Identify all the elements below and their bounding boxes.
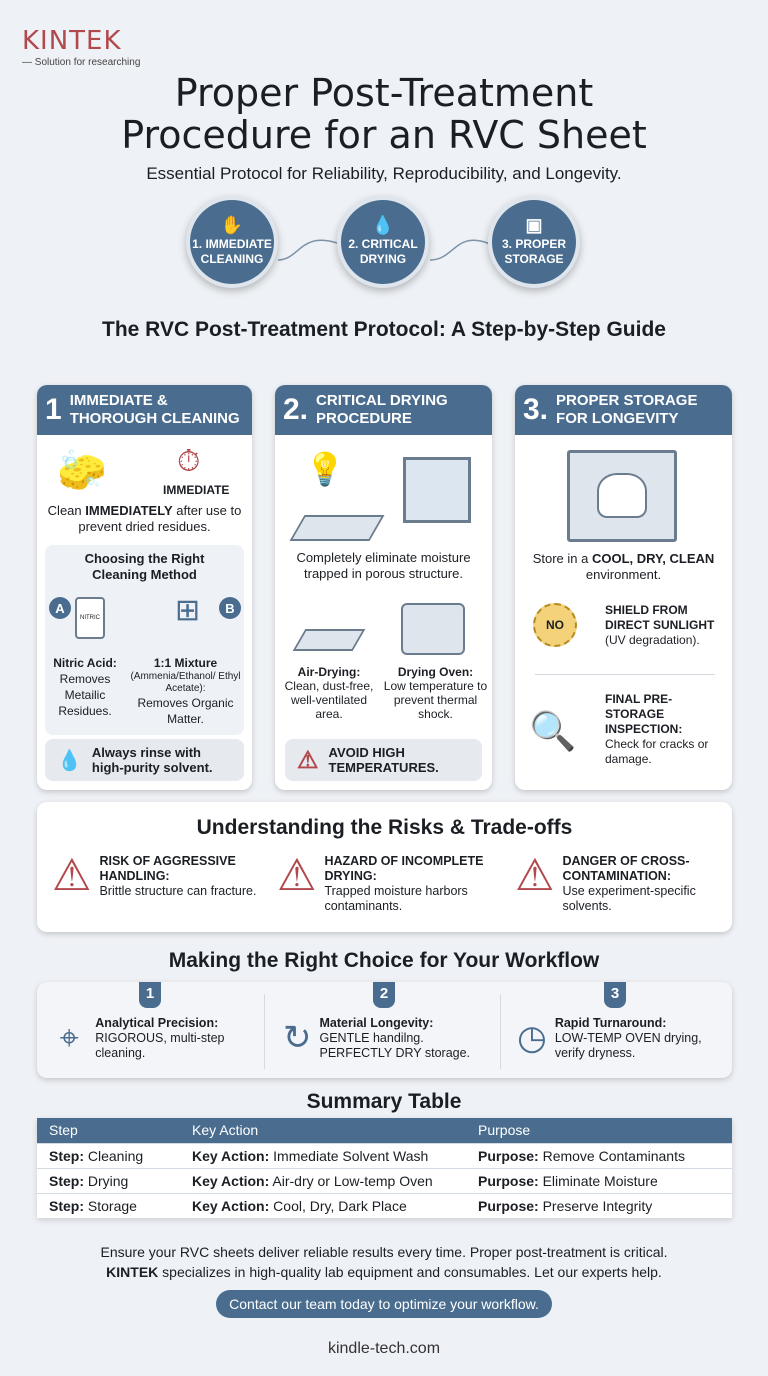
droplet-icon: 💧	[371, 214, 395, 235]
target-icon: ⌖	[59, 1019, 79, 1057]
column-header: Step	[37, 1118, 180, 1143]
card-title: CRITICAL DRYING	[316, 392, 448, 409]
lamp-icon: 💡	[305, 451, 345, 487]
option-b: 1:1 Mixture(Ammenia/Ethanol/ Ethyl Aceta…	[130, 656, 241, 726]
workflow-number: 3	[604, 982, 626, 1008]
card-number: 2.	[283, 393, 309, 426]
page-subtitle: Essential Protocol for Reliability, Repr…	[146, 164, 622, 183]
card-cleaning: 1 IMMEDIATE &THOROUGH CLEANING 🧽 ⏱ IMMEDI…	[37, 385, 252, 790]
no-sunlight-icon: NO	[533, 603, 577, 647]
website-link[interactable]: kindle-tech.com	[327, 1340, 441, 1357]
flask-warning-icon: ⚠	[515, 851, 555, 900]
overview-label: 2. CRITICAL	[348, 236, 418, 251]
temperature-warning: ⚠AVOID HIGH TEMPERATURES.	[285, 739, 482, 781]
connector-lines	[277, 239, 491, 261]
overview-label: 1. IMMEDIATE	[192, 236, 272, 251]
oven-icon	[401, 603, 465, 655]
summary-heading: Summary Table	[306, 1090, 462, 1113]
overview-label: 3. PROPER	[501, 236, 567, 251]
option-a-badge: A	[49, 597, 71, 619]
rinse-note: 💧Always rinse with high-purity solvent.	[45, 739, 244, 781]
storage-cabinet-icon	[567, 450, 677, 542]
air-drying: Air-Drying:Clean, dust-free, well-ventil…	[284, 665, 374, 721]
drying-description: Completely eliminate moisture trapped in…	[296, 550, 471, 581]
warning-icon: ⚠	[297, 746, 319, 774]
speed-gauge-icon: ◷	[517, 1019, 547, 1057]
hand-cleaning-icon: ✋	[220, 214, 244, 235]
contamination-warning-icon: ⚠	[277, 851, 317, 900]
card-title: PROPER STORAGE	[556, 392, 698, 409]
risk-item: ⚠DANGER OF CROSS-CONTAMINATION:Use exper…	[515, 851, 696, 914]
risks-panel: Understanding the Risks & Trade-offs ⚠RI…	[37, 802, 732, 932]
divider	[264, 994, 265, 1069]
inspection-step: FINAL PRE-STORAGE INSPECTION:Check for c…	[605, 692, 709, 766]
card-number: 1	[45, 393, 62, 426]
workflow-panel: 1 2 3 ⌖Analytical Precision:RIGOROUS, mu…	[37, 982, 732, 1078]
option-a: Nitric Acid:Removes Metailic Residues.	[53, 656, 117, 718]
workflow-item: ↻Material Longevity:GENTLE handilng. PER…	[283, 1016, 471, 1060]
cleaning-description: Clean IMMEDIATELY after use to prevent d…	[47, 503, 242, 534]
workflow-item: ⌖Analytical Precision:RIGOROUS, multi-st…	[51, 1016, 261, 1061]
method-heading: Choosing the Right Cleaning Method	[84, 551, 205, 582]
nitric-bottle-icon: NITRIC	[75, 597, 105, 639]
timer-label: IMMEDIATE	[163, 483, 230, 497]
workflow-heading: Making the Right Choice for Your Workflo…	[168, 949, 600, 972]
divider	[535, 674, 715, 675]
stopwatch-icon: ⏱	[177, 445, 201, 478]
divider	[500, 994, 501, 1069]
column-header: Key Action	[180, 1118, 466, 1143]
workflow-number: 2	[373, 982, 395, 1008]
hand-holding-sheet-icon: 🧽	[57, 449, 107, 493]
card-title: IMMEDIATE &	[69, 392, 168, 409]
logo-tagline: — Solution for researching	[22, 57, 141, 68]
droplet-cycle-icon: ↻	[283, 1019, 312, 1057]
storage-description: Store in a COOL, DRY, CLEAN environment.	[532, 551, 715, 582]
workflow-item: ◷Rapid Turnaround:LOW-TEMP OVEN drying, …	[517, 1016, 702, 1060]
card-number: 3.	[523, 393, 549, 426]
footer-line: KINTEK specializes in high-quality lab e…	[106, 1264, 662, 1280]
title-line-1: Proper Post-Treatment	[174, 71, 594, 115]
overview-label: STORAGE	[504, 251, 564, 266]
air-dry-sheet-icon	[292, 629, 366, 651]
sunlight-warning: SHIELD FROM DIRECT SUNLIGHT(UV degradati…	[605, 603, 715, 647]
risk-item: ⚠HAZARD OF INCOMPLETE DRYING:Trapped moi…	[277, 851, 484, 914]
risks-heading: Understanding the Risks & Trade-offs	[196, 816, 573, 839]
card-title: THOROUGH CLEANING	[69, 410, 240, 427]
cleaning-method-panel: Choosing the Right Cleaning Method A B N…	[45, 545, 244, 735]
rvc-sheet-icon	[289, 515, 385, 541]
risk-item: ⚠RISK OF AGGRESSIVE HANDLING:Brittle str…	[52, 851, 257, 900]
workflow-number: 1	[139, 982, 161, 1008]
mixture-bottles-icon: ⊞	[175, 594, 201, 627]
footer-text: Ensure your RVC sheets deliver reliable …	[0, 1242, 768, 1282]
overview-label: CLEANING	[200, 251, 264, 266]
open-window-icon	[403, 457, 471, 523]
desiccator-icon	[597, 473, 647, 518]
fracture-warning-icon: ⚠	[52, 851, 92, 900]
footer-line: Ensure your RVC sheets deliver reliable …	[100, 1244, 668, 1260]
option-b-badge: B	[219, 597, 241, 619]
protocol-heading: The RVC Post-Treatment Protocol: A Step-…	[102, 318, 666, 341]
column-header: Purpose	[466, 1118, 732, 1143]
card-title: FOR LONGEVITY	[556, 410, 679, 427]
drying-oven: Drying Oven:Low temperature to prevent t…	[383, 665, 488, 721]
droplet-icon: 💧	[57, 749, 82, 772]
title-line-2: Procedure for an RVC Sheet	[121, 113, 647, 157]
storage-box-icon: ▣	[525, 214, 543, 235]
overview-label: DRYING	[359, 251, 407, 266]
card-title: PROCEDURE	[316, 410, 412, 427]
magnifier-icon: 🔍	[529, 711, 577, 753]
kintek-logo: KINTEK	[22, 26, 122, 56]
contact-button[interactable]: Contact our team today to optimize your …	[216, 1290, 552, 1318]
